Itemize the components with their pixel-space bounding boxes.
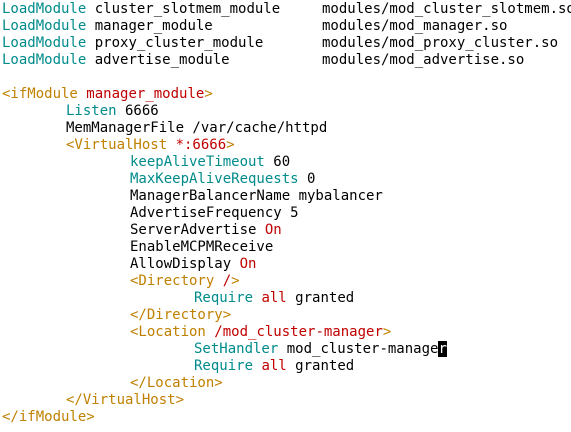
loadmodule-line-3: LoadModule proxy_cluster_module (2, 35, 263, 52)
server-advertise-line: ServerAdvertise On (130, 222, 282, 239)
tag-open: <ifModule (2, 86, 87, 102)
loadmodule-line-4: LoadModule advertise_module (2, 52, 230, 69)
directive-keyword: Require (194, 290, 254, 306)
virtualhost-open-line: <VirtualHost *:6666> (66, 137, 235, 154)
module-name: cluster_slotmem_module (94, 1, 281, 17)
text-cursor[interactable]: r (438, 341, 447, 357)
module-path: modules/mod_manager.so (322, 18, 508, 34)
directive-keyword: Listen (66, 103, 117, 119)
module-name: proxy_cluster_module (94, 35, 264, 51)
tag-argument: *:6666 (175, 137, 227, 153)
tag-open: <VirtualHost (66, 137, 176, 153)
directive-text: AdvertiseFrequency 5 (130, 205, 299, 221)
directive-keyword: LoadModule (2, 1, 87, 17)
directive-text: ManagerBalancerName mybalancer (130, 188, 383, 204)
location-require-line: Require all granted (194, 358, 354, 375)
location-close-line: </Location> (130, 375, 223, 392)
tag-argument: /mod_cluster-manager (214, 324, 383, 340)
module-path: modules/mod_advertise.so (322, 52, 525, 68)
tag-close-bracket: > (231, 273, 240, 289)
enable-mcpm-line: EnableMCPMReceive (130, 239, 273, 256)
directive-keyword: keepAliveTimeout (130, 154, 265, 170)
loadmodule-line-2: LoadModule manager_module (2, 18, 213, 35)
directive-argument: all (261, 358, 287, 374)
allow-display-line: AllowDisplay On (130, 256, 256, 273)
virtualhost-close-line: </VirtualHost> (66, 392, 184, 409)
loadmodule-line-1: LoadModule cluster_slotmem_module (2, 1, 280, 18)
directive-value: 6666 (116, 103, 159, 119)
directive-text: AllowDisplay (130, 256, 240, 272)
tag-close-bracket: > (226, 137, 235, 153)
directive-value: On (239, 256, 257, 272)
keepalive-line: keepAliveTimeout 60 (130, 154, 290, 171)
directive-keyword: LoadModule (2, 52, 87, 68)
listen-line: Listen 6666 (66, 103, 159, 120)
directive-value: On (264, 222, 282, 238)
advertise-frequency-line: AdvertiseFrequency 5 (130, 205, 299, 222)
module-name: advertise_module (94, 52, 230, 68)
directive-value: 0 (298, 171, 316, 187)
module-name: manager_module (94, 18, 213, 34)
tag-open: <Location (130, 324, 215, 340)
tag-argument: / (222, 273, 232, 289)
directive-value: 60 (264, 154, 291, 170)
directive-value: granted (286, 290, 355, 306)
directive-value: mod_cluster-manage (278, 341, 439, 357)
location-open-line: <Location /mod_cluster-manager> (130, 324, 391, 341)
directive-text: ServerAdvertise (130, 222, 265, 238)
directive-keyword: SetHandler (194, 341, 279, 357)
memmanager-line: MemManagerFile /var/cache/httpd (66, 120, 327, 137)
tag-open: <Directory (130, 273, 223, 289)
directive-keyword: Require (194, 358, 254, 374)
directive-argument: all (261, 290, 287, 306)
directive-text: MemManagerFile /var/cache/httpd (66, 120, 328, 136)
module-path: modules/mod_cluster_slotmem.so (322, 1, 571, 17)
tag-close: </Directory> (130, 307, 232, 323)
tag-argument: manager_module (86, 86, 205, 102)
directory-open-line: <Directory /> (130, 273, 240, 290)
tag-close: </Location> (130, 375, 223, 391)
directory-close-line: </Directory> (130, 307, 231, 324)
maxkeepalive-line: MaxKeepAliveRequests 0 (130, 171, 315, 188)
tag-close: </ifModule> (2, 409, 95, 425)
directive-keyword: LoadModule (2, 35, 87, 51)
directive-keyword: MaxKeepAliveRequests (130, 171, 299, 187)
ifmodule-open-line: <ifModule manager_module> (2, 86, 213, 103)
balancer-line: ManagerBalancerName mybalancer (130, 188, 383, 205)
module-path: modules/mod_proxy_cluster.so (322, 35, 559, 51)
sethandler-line: SetHandler mod_cluster-manager (194, 341, 447, 358)
directive-text: EnableMCPMReceive (130, 239, 274, 255)
directory-require-line: Require all granted (194, 290, 354, 307)
ifmodule-close-line: </ifModule> (2, 409, 95, 426)
directive-keyword: LoadModule (2, 18, 87, 34)
tag-close-bracket: > (204, 86, 213, 102)
directive-value: granted (286, 358, 355, 374)
tag-close-bracket: > (382, 324, 392, 340)
tag-close: </VirtualHost> (66, 392, 185, 408)
